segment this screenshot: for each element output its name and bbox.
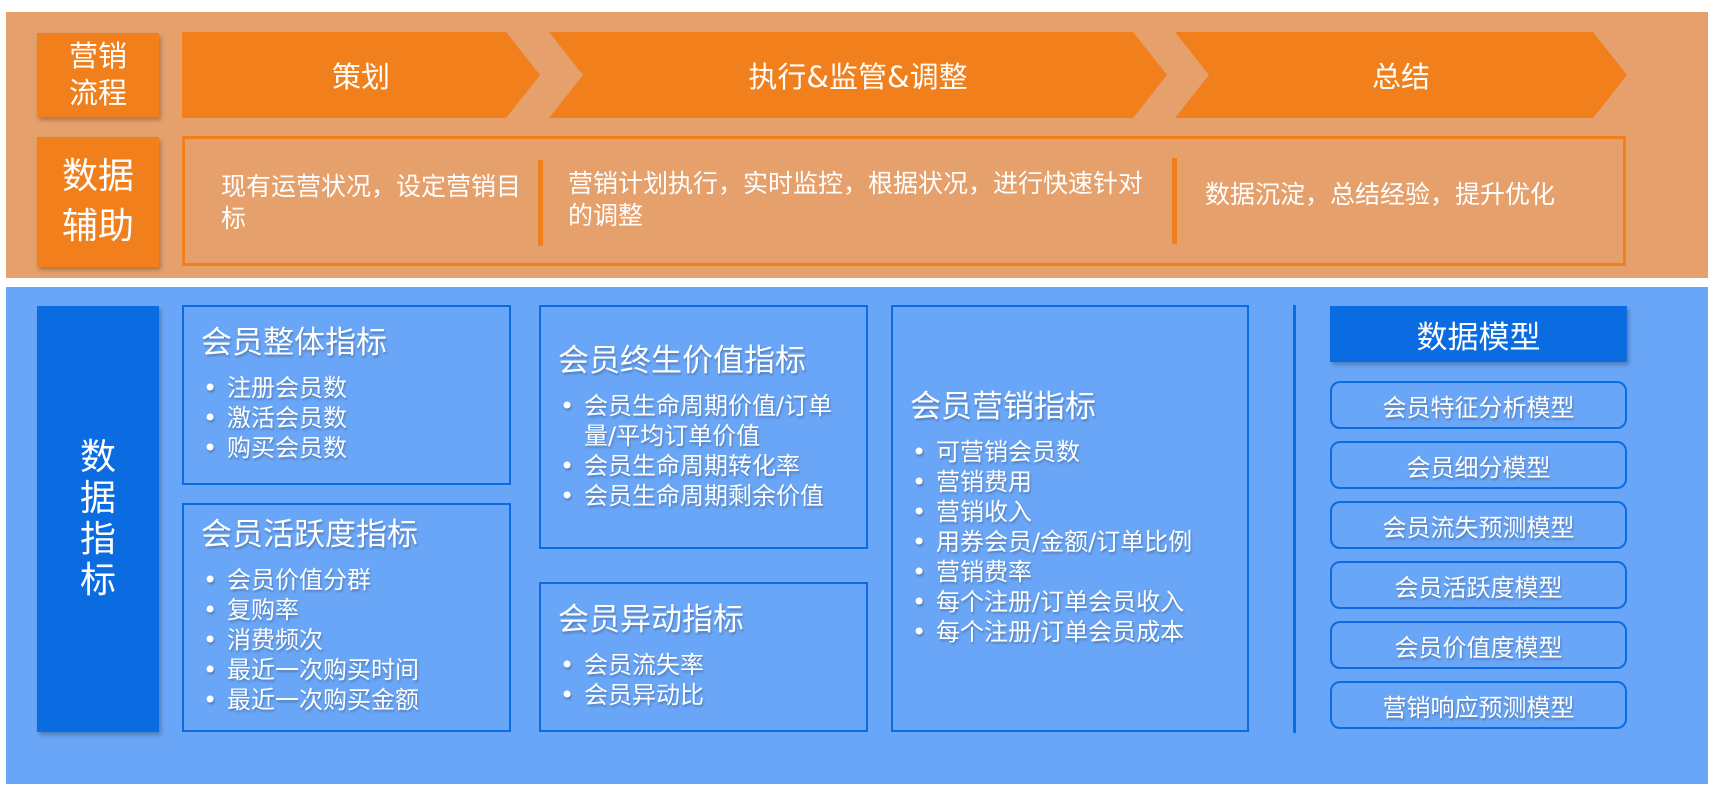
models-divider [1293,305,1296,733]
assist-text-summary: 数据沉淀，总结经验，提升优化 [1205,180,1556,209]
abnormal-metrics-title: 会员异动指标 [558,602,744,638]
assist-box [182,136,1626,266]
list-item: 最近一次购买时间 [201,655,509,685]
list-item: 激活会员数 [201,403,509,433]
data-models-title: 数据模型 [1330,306,1627,362]
stage-summary: 总结 [1175,32,1627,118]
list-item: 复购率 [201,595,509,625]
list-item: 营销费用 [910,467,1247,497]
marketing-metrics-box: 会员营销指标 可营销会员数 营销费用 营销收入 用券会员/金额/订单比例 营销费… [891,305,1249,732]
abnormal-metrics-list: 会员流失率 会员异动比 [558,650,866,710]
assist-divider [1172,158,1177,244]
stage-execution: 执行&监管&调整 [549,32,1167,118]
marketing-metrics-list: 可营销会员数 营销费用 营销收入 用券会员/金额/订单比例 营销费率 每个注册/… [910,437,1247,647]
overall-metrics-list: 注册会员数 激活会员数 购买会员数 [201,373,509,463]
list-item: 消费频次 [201,625,509,655]
list-item: 会员异动比 [558,680,866,710]
model-item: 营销响应预测模型 [1330,681,1627,729]
list-item: 每个注册/订单会员成本 [910,617,1247,647]
list-item: 最近一次购买金额 [201,685,509,715]
lifetime-metrics-box: 会员终生价值指标 会员生命周期价值/订单量/平均订单价值 会员生命周期转化率 会… [539,305,868,549]
list-item: 购买会员数 [201,433,509,463]
metrics-label: 数 据 指 标 [37,306,159,732]
list-item: 会员价值分群 [201,565,509,595]
list-item: 每个注册/订单会员收入 [910,587,1247,617]
list-item: 营销费率 [910,557,1247,587]
list-item: 可营销会员数 [910,437,1247,467]
list-item: 注册会员数 [201,373,509,403]
marketing-metrics-title: 会员营销指标 [910,389,1096,425]
activity-metrics-list: 会员价值分群 复购率 消费频次 最近一次购买时间 最近一次购买金额 [201,565,509,715]
stage-planning: 策划 [182,32,540,118]
abnormal-metrics-box: 会员异动指标 会员流失率 会员异动比 [539,582,868,732]
list-item: 会员生命周期价值/订单量/平均订单价值 [558,391,848,451]
model-item: 会员活跃度模型 [1330,561,1627,609]
activity-metrics-box: 会员活跃度指标 会员价值分群 复购率 消费频次 最近一次购买时间 最近一次购买金… [182,503,511,732]
list-item: 营销收入 [910,497,1247,527]
model-item: 会员价值度模型 [1330,621,1627,669]
assist-divider [538,160,543,246]
model-item: 会员流失预测模型 [1330,501,1627,549]
list-item: 会员流失率 [558,650,866,680]
model-item: 会员细分模型 [1330,441,1627,489]
assist-text-execution: 营销计划执行，实时监控，根据状况，进行快速针对的调整 [568,169,1144,230]
lifetime-metrics-title: 会员终生价值指标 [558,343,806,379]
assist-label: 数据 辅助 [37,137,159,267]
list-item: 会员生命周期剩余价值 [558,481,848,511]
process-label: 营销 流程 [37,33,159,117]
assist-text-planning: 现有运营状况，设定营销目标 [221,172,522,233]
lifetime-metrics-list: 会员生命周期价值/订单量/平均订单价值 会员生命周期转化率 会员生命周期剩余价值 [558,391,848,511]
overall-metrics-box: 会员整体指标 注册会员数 激活会员数 购买会员数 [182,305,511,485]
list-item: 用券会员/金额/订单比例 [910,527,1247,557]
list-item: 会员生命周期转化率 [558,451,848,481]
activity-metrics-title: 会员活跃度指标 [201,517,418,553]
model-item: 会员特征分析模型 [1330,381,1627,429]
overall-metrics-title: 会员整体指标 [201,325,387,361]
